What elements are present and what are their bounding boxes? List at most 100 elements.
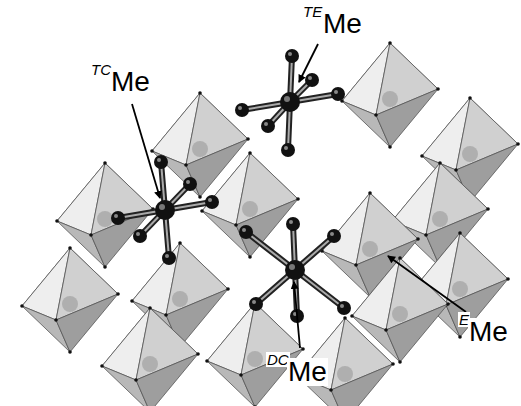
vertex-dot <box>391 362 395 366</box>
atom-highlight <box>264 122 268 126</box>
vertex-dot <box>388 145 392 149</box>
vertex-dot <box>398 360 402 364</box>
vertex-dot <box>239 373 243 377</box>
atom-highlight <box>288 52 292 56</box>
vertex-dot <box>458 231 462 235</box>
vertex-dot <box>516 142 520 146</box>
vertex-dot <box>486 207 490 211</box>
vertex-dot <box>178 241 182 245</box>
atom-highlight <box>284 96 290 102</box>
atom-highlight <box>252 300 256 304</box>
ligand-atom <box>327 229 341 243</box>
metal-atom <box>432 211 448 227</box>
vertex-dot <box>116 292 120 296</box>
vertex-dot <box>184 163 188 167</box>
ligand-atom <box>235 103 249 117</box>
vertex-dot <box>89 233 93 237</box>
atom-highlight <box>186 180 190 184</box>
octahedron-face <box>136 354 198 406</box>
octahedron <box>20 246 120 354</box>
vertex-dot <box>196 352 200 356</box>
octahedron <box>200 151 300 259</box>
atom-highlight <box>157 158 161 162</box>
vertex-dot <box>454 168 458 172</box>
atom-label: Me <box>322 10 363 38</box>
vertex-dot <box>55 219 59 223</box>
vertex-dot <box>368 191 372 195</box>
vertex-dot <box>68 350 72 354</box>
ligand-atom <box>285 49 299 63</box>
vertex-dot <box>296 197 300 201</box>
metal-atom <box>242 201 258 217</box>
atom-highlight <box>284 146 288 150</box>
atom-highlight <box>289 220 293 224</box>
metal-atom <box>285 260 305 280</box>
metal-atom <box>97 211 113 227</box>
atom-highlight <box>159 204 165 210</box>
metal-atom <box>280 92 300 112</box>
metal-atom <box>155 200 175 220</box>
vertex-dot <box>329 388 333 392</box>
vertex-dot <box>130 299 134 303</box>
vertex-dot <box>234 223 238 227</box>
vertex-dot <box>424 233 428 237</box>
atom-highlight <box>340 304 344 308</box>
ligand-atom <box>162 251 176 265</box>
octahedron-face <box>56 294 118 352</box>
superscript: TE <box>302 4 323 19</box>
octahedron-face <box>91 209 153 267</box>
atom-highlight <box>114 214 118 218</box>
atom-highlight <box>165 254 169 258</box>
vertex-dot <box>301 347 305 351</box>
atom-highlight <box>208 198 212 202</box>
vertex-dot <box>246 137 250 141</box>
vertex-dot <box>148 306 152 310</box>
octahedron <box>100 306 200 406</box>
vertex-dot <box>198 195 202 199</box>
atom-highlight <box>238 106 242 110</box>
atom-highlight <box>289 264 295 270</box>
ligand-atom <box>305 73 319 87</box>
vertex-dot <box>458 335 462 339</box>
octahedron-face <box>376 89 438 147</box>
octahedron <box>205 301 305 406</box>
ligand-atom <box>205 195 219 209</box>
vertex-dot <box>164 313 168 317</box>
vertex-dot <box>150 149 154 153</box>
vertex-dot <box>54 318 58 322</box>
vertex-dot <box>205 359 209 363</box>
metal-atom <box>172 291 188 307</box>
vertex-dot <box>20 304 24 308</box>
ligand-atom <box>133 229 147 243</box>
vertex-dot <box>343 316 347 320</box>
atom-highlight <box>242 228 246 232</box>
vertex-dot <box>416 237 420 241</box>
vertex-dot <box>350 314 354 318</box>
ball-stick-units <box>111 49 351 323</box>
vertex-dot <box>198 91 202 95</box>
ligand-atom <box>261 119 275 133</box>
vertex-dot <box>68 246 72 250</box>
vertex-dot <box>100 364 104 368</box>
atom-highlight <box>136 232 140 236</box>
metal-atom <box>452 281 468 297</box>
octahedron-face <box>331 364 393 406</box>
vertex-dot <box>248 255 252 259</box>
vertex-dot <box>388 41 392 45</box>
octahedron <box>340 41 440 149</box>
ligand-atom <box>249 297 263 311</box>
vertex-dot <box>248 151 252 155</box>
octahedra-layer <box>20 41 520 406</box>
ligand-atom <box>337 301 351 315</box>
atom-label: Me <box>110 68 151 96</box>
ligand-atom <box>111 211 125 225</box>
vertex-dot <box>103 161 107 165</box>
metal-atom <box>247 351 263 367</box>
leader-line <box>299 44 318 82</box>
ligand-atom <box>154 155 168 169</box>
superscript: TC <box>90 62 112 77</box>
metal-atom <box>392 306 408 322</box>
leader-line <box>388 256 466 312</box>
vertex-dot <box>384 328 388 332</box>
